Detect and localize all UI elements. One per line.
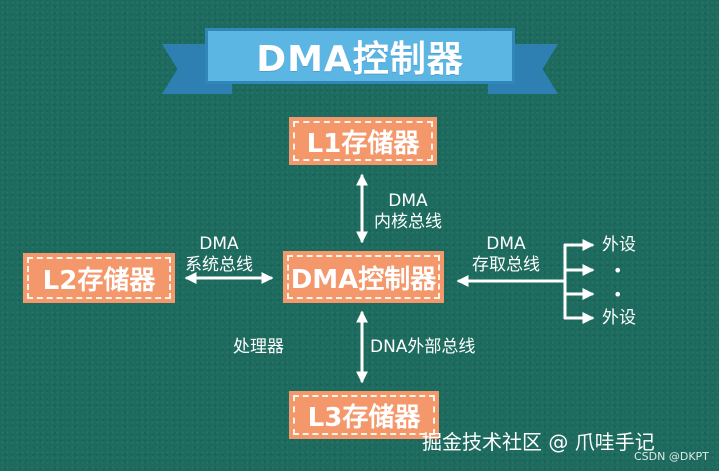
l3-storage-label: L3存储器: [307, 402, 421, 433]
l1-storage-node: L1存储器: [289, 117, 437, 165]
peripheral-dot-2: •: [613, 285, 623, 304]
dma-controller-label: DMA控制器: [290, 264, 437, 295]
access-bus-line2: 存取总线: [472, 255, 540, 275]
access-bus-label: DMA 存取总线: [472, 234, 540, 276]
watermark-text: 掘金技术社区 @ 爪哇手记: [422, 430, 655, 454]
dma-controller-node: DMA控制器: [283, 251, 444, 303]
peripheral-dot-1: •: [613, 261, 623, 280]
title-banner: DMA控制器: [205, 28, 515, 84]
page-title: DMA控制器: [256, 39, 464, 80]
dna-bus-label: DNA外部总线: [370, 337, 476, 357]
l3-storage-node: L3存储器: [289, 391, 439, 439]
processor-label: 处理器: [233, 337, 284, 357]
watermark-subtext: CSDN @DKPT: [634, 450, 709, 463]
core-bus-line2: 内核总线: [374, 212, 442, 232]
system-bus-line1: DMA: [199, 234, 239, 254]
system-bus-line2: 系统总线: [185, 255, 253, 275]
core-bus-label: DMA 内核总线: [374, 191, 442, 233]
core-bus-line1: DMA: [388, 191, 428, 211]
system-bus-label: DMA 系统总线: [185, 234, 253, 276]
peripheral-top-label: 外设: [602, 235, 636, 255]
access-bus-line1: DMA: [486, 234, 526, 254]
peripheral-bottom-label: 外设: [602, 308, 636, 328]
l2-storage-label: L2存储器: [42, 265, 156, 296]
l1-storage-label: L1存储器: [306, 128, 420, 159]
l2-storage-node: L2存储器: [23, 253, 175, 303]
